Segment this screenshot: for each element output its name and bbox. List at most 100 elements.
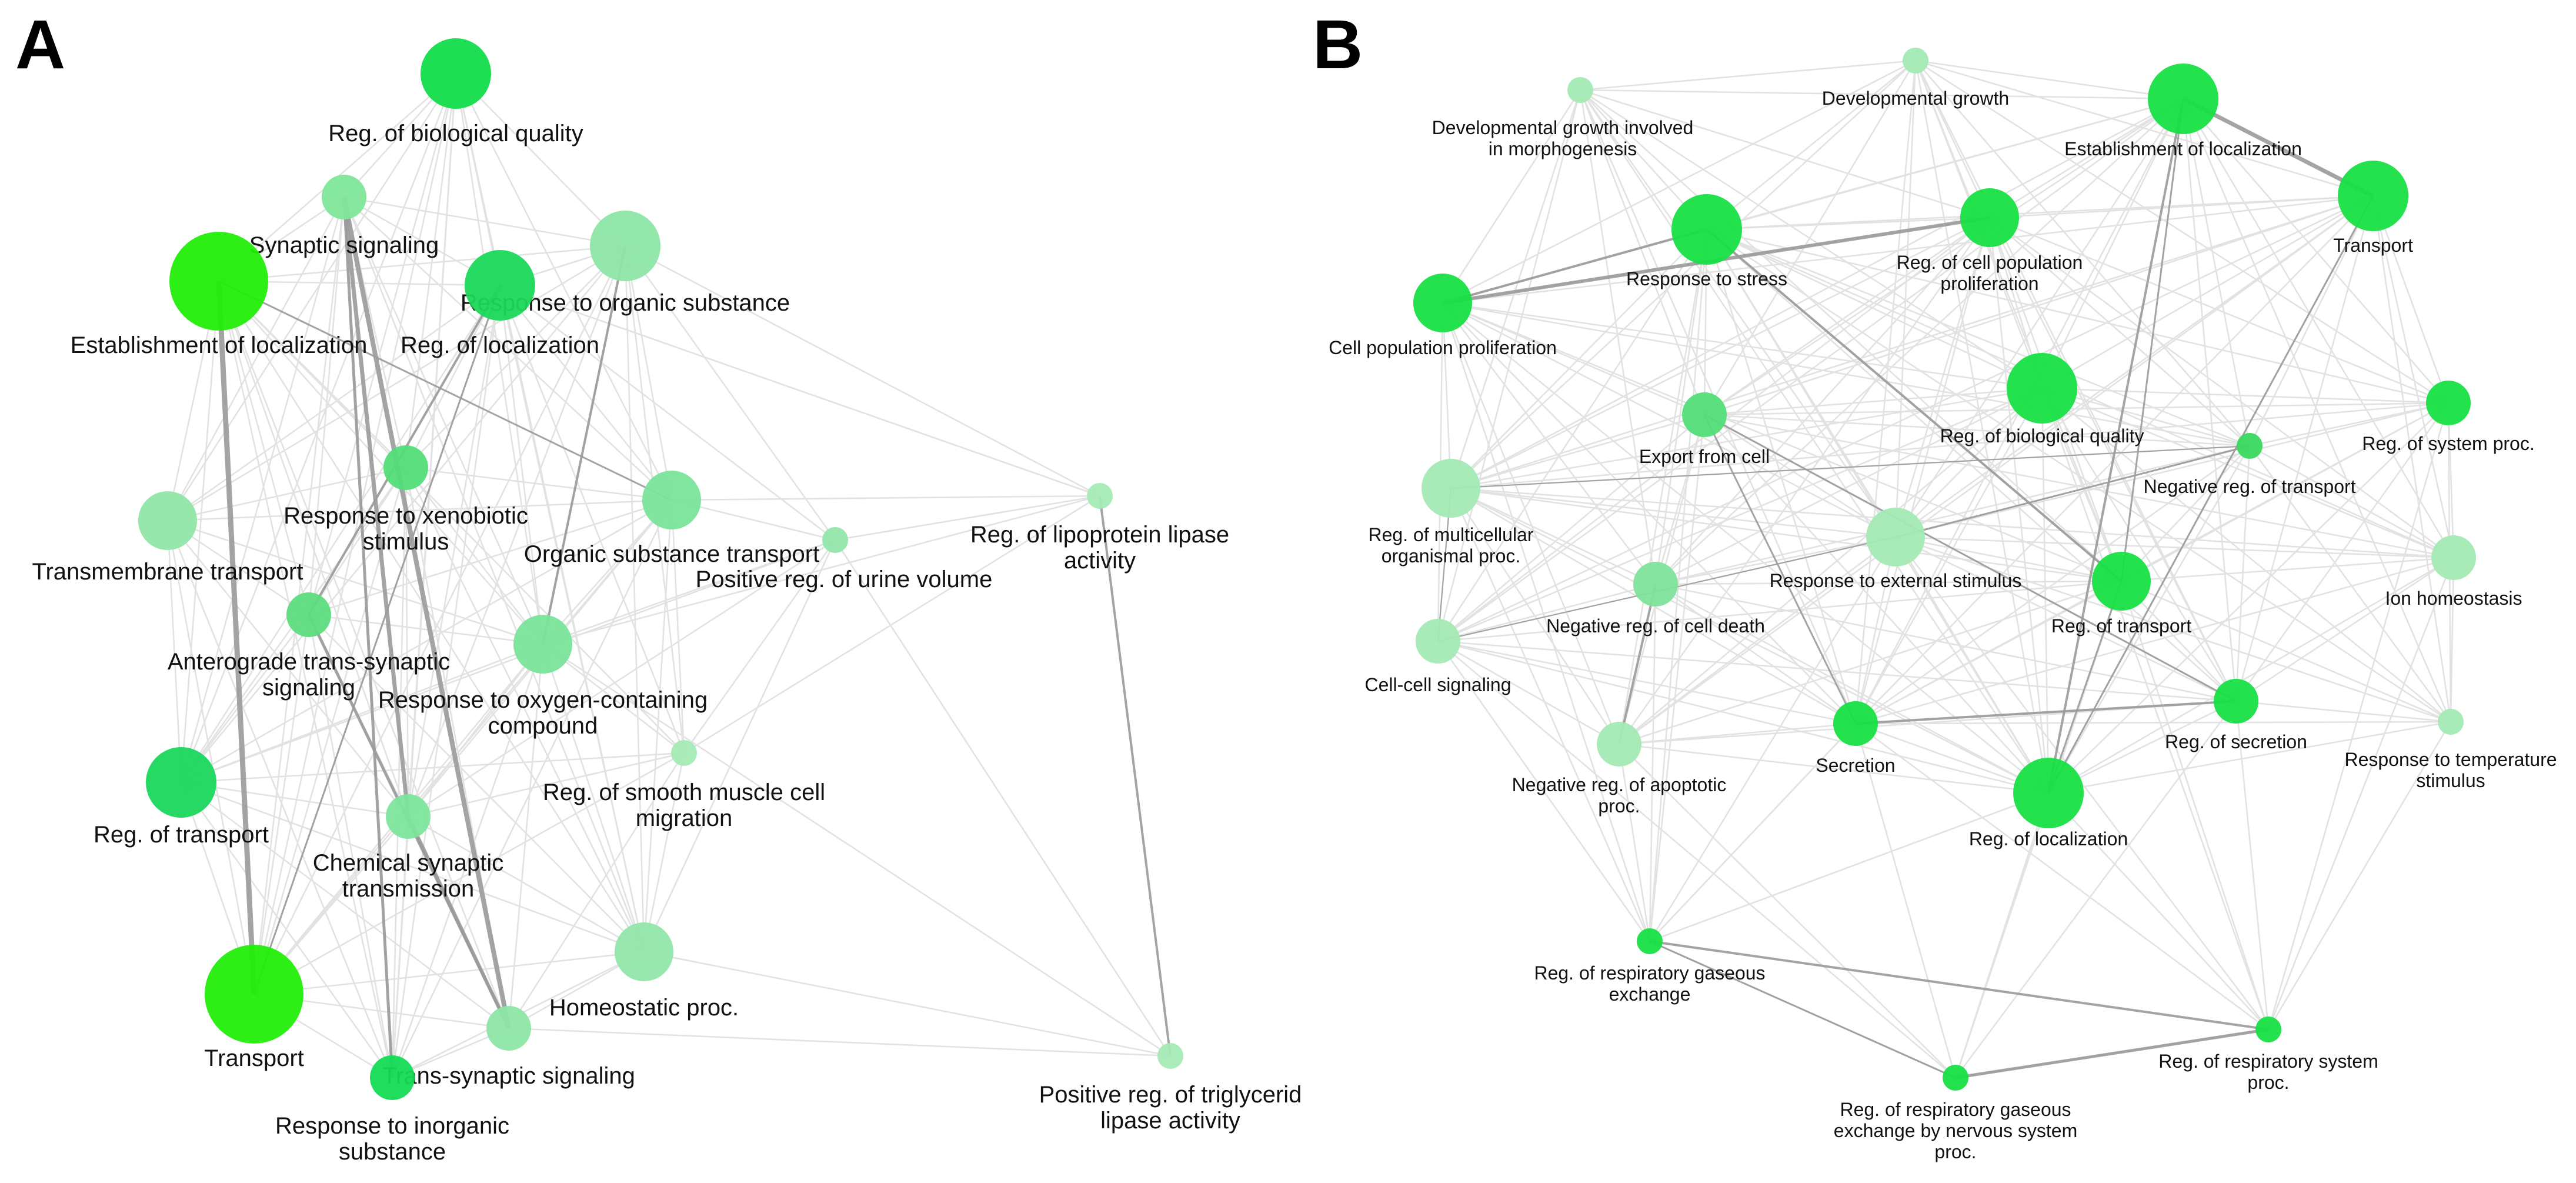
node-nrcd[interactable]: Negative reg. of cell death xyxy=(1546,562,1765,637)
node-circle[interactable] xyxy=(486,1006,531,1051)
node-cpp[interactable]: Cell population proliferation xyxy=(1329,274,1557,358)
node-regtr[interactable]: Reg. of transport xyxy=(94,747,269,848)
node-circle[interactable] xyxy=(1833,701,1878,746)
node-export[interactable]: Export from cell xyxy=(1639,392,1770,467)
node-circle[interactable] xyxy=(2013,758,2084,828)
node-circle[interactable] xyxy=(1943,1065,1968,1091)
node-circle[interactable] xyxy=(383,445,428,490)
node-circle[interactable] xyxy=(513,615,572,674)
node-circle[interactable] xyxy=(1637,928,1663,954)
node-estab[interactable]: Establishment of localization xyxy=(2064,64,2302,159)
node-circle[interactable] xyxy=(286,592,331,637)
node-circle[interactable] xyxy=(2092,552,2151,611)
node-circle[interactable] xyxy=(642,471,701,529)
edge-light xyxy=(1704,387,2043,416)
edge-light xyxy=(2235,700,2451,723)
node-circle[interactable] xyxy=(2007,353,2077,424)
node-circle[interactable] xyxy=(2255,1017,2281,1042)
node-homeo[interactable]: Homeostatic proc. xyxy=(549,922,739,1021)
node-circle[interactable] xyxy=(1903,48,1928,74)
node-circle[interactable] xyxy=(138,491,197,550)
node-tss[interactable]: Trans-synaptic signaling xyxy=(382,1006,635,1089)
node-circle[interactable] xyxy=(1416,619,1460,664)
node-bioq[interactable]: Reg. of biological quality xyxy=(1940,353,2144,446)
node-secr[interactable]: Secretion xyxy=(1816,701,1896,776)
edge-light xyxy=(166,520,255,995)
node-circle[interactable] xyxy=(322,175,366,219)
node-circle[interactable] xyxy=(1567,77,1593,103)
node-circle[interactable] xyxy=(1422,459,1480,518)
edge-light xyxy=(408,752,685,818)
node-circle[interactable] xyxy=(1682,392,1727,437)
node-circle[interactable] xyxy=(2338,161,2408,231)
node-trans[interactable]: Transport xyxy=(204,945,304,1071)
node-tmt[interactable]: Transmembrane transport xyxy=(32,491,303,585)
edge-light xyxy=(253,752,685,995)
node-circle[interactable] xyxy=(2438,709,2464,735)
node-circle[interactable] xyxy=(2237,433,2263,459)
node-circle[interactable] xyxy=(205,945,303,1044)
node-circle[interactable] xyxy=(1960,188,2019,247)
node-regloc[interactable]: Reg. of localization xyxy=(1969,758,2128,849)
node-trans[interactable]: Transport xyxy=(2333,161,2413,256)
node-label-line: activity xyxy=(1064,548,1136,574)
node-circle[interactable] xyxy=(169,232,268,331)
node-stress[interactable]: Response to stress xyxy=(1626,194,1787,289)
node-circle[interactable] xyxy=(421,38,491,109)
node-circle[interactable] xyxy=(465,250,535,321)
node-ccs[interactable]: Cell-cell signaling xyxy=(1365,619,1511,695)
node-urine[interactable]: Positive reg. of urine volume xyxy=(696,527,993,592)
node-regtr[interactable]: Reg. of transport xyxy=(2051,552,2191,637)
node-ion[interactable]: Ion homeostasis xyxy=(2385,535,2522,609)
node-circle[interactable] xyxy=(146,747,216,818)
node-circle[interactable] xyxy=(2214,679,2258,724)
edge-light xyxy=(181,781,509,1029)
node-circle[interactable] xyxy=(1671,194,1742,265)
node-regsec[interactable]: Reg. of secretion xyxy=(2165,679,2307,752)
node-circle[interactable] xyxy=(1413,274,1472,332)
edge-light xyxy=(2267,402,2450,1030)
node-circle[interactable] xyxy=(615,922,673,981)
node-bioq[interactable]: Reg. of biological quality xyxy=(328,38,583,146)
node-circle[interactable] xyxy=(2148,64,2218,134)
node-circle[interactable] xyxy=(2426,381,2471,425)
node-circle[interactable] xyxy=(386,794,431,839)
node-circle[interactable] xyxy=(2431,535,2476,580)
node-circle[interactable] xyxy=(1087,483,1113,509)
node-synsig[interactable]: Synaptic signaling xyxy=(249,175,439,258)
edge-light xyxy=(167,499,672,522)
node-estab[interactable]: Establishment of localization xyxy=(71,232,368,358)
node-circle[interactable] xyxy=(1597,722,1641,767)
node-ost[interactable]: Organic substance transport xyxy=(524,471,819,567)
node-dg[interactable]: Developmental growth xyxy=(1822,48,2009,109)
node-circle[interactable] xyxy=(370,1055,415,1100)
node-circle[interactable] xyxy=(1633,562,1678,607)
node-label: Transmembrane transport xyxy=(32,559,303,585)
node-circle[interactable] xyxy=(671,740,697,766)
node-circle[interactable] xyxy=(1866,508,1925,566)
node-circle[interactable] xyxy=(1157,1043,1183,1069)
node-circle[interactable] xyxy=(822,527,848,553)
node-circle[interactable] xyxy=(590,211,660,281)
node-regloc[interactable]: Reg. of localization xyxy=(401,250,599,358)
node-sysp[interactable]: Reg. of system proc. xyxy=(2362,381,2535,454)
node-nrt[interactable]: Negative reg. of transport xyxy=(2143,433,2356,497)
node-ext[interactable]: Response to external stimulus xyxy=(1770,508,2022,591)
edge-light xyxy=(2048,721,2451,794)
